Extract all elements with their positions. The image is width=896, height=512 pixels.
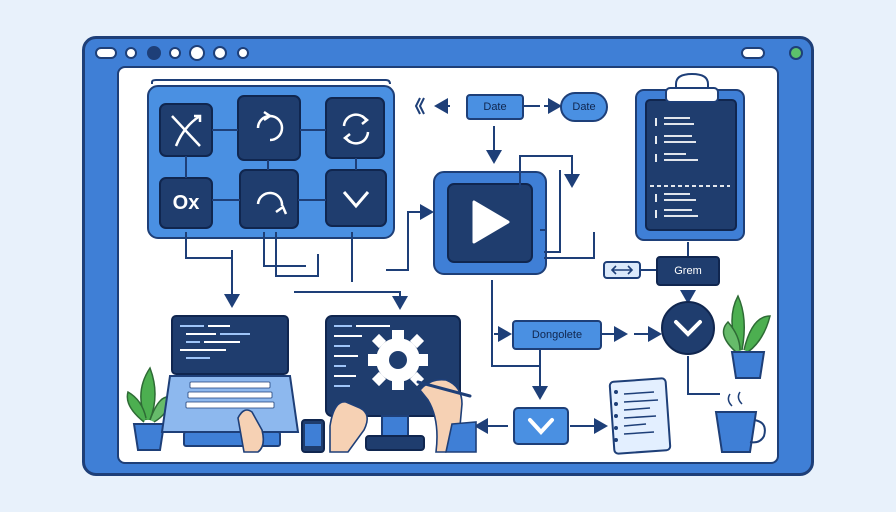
laptop — [162, 316, 298, 452]
hand-left — [330, 402, 367, 452]
play-block[interactable] — [434, 172, 546, 274]
keyboard — [186, 382, 274, 408]
tile-sync[interactable] — [326, 98, 384, 158]
chevron-circle-button[interactable] — [662, 302, 714, 354]
tile-recycle[interactable] — [240, 170, 298, 228]
ox-label: Ox — [160, 178, 212, 228]
date-box[interactable]: Date — [466, 94, 524, 120]
tile-shuffle[interactable] — [160, 104, 212, 156]
coffee-mug — [716, 392, 765, 452]
chevron-box[interactable] — [514, 408, 568, 444]
clipboard — [636, 74, 744, 240]
phone — [302, 420, 324, 452]
tile-chevron[interactable] — [326, 170, 386, 226]
dongolete-box[interactable]: Dongolete — [512, 320, 602, 350]
notepad — [610, 378, 671, 454]
plant-right — [724, 296, 771, 378]
date-oval[interactable]: Date — [560, 92, 608, 122]
tile-refresh[interactable] — [238, 96, 300, 160]
arrow-tag — [604, 262, 640, 278]
grem-box[interactable]: Grem — [656, 256, 720, 286]
monitor — [326, 316, 476, 452]
